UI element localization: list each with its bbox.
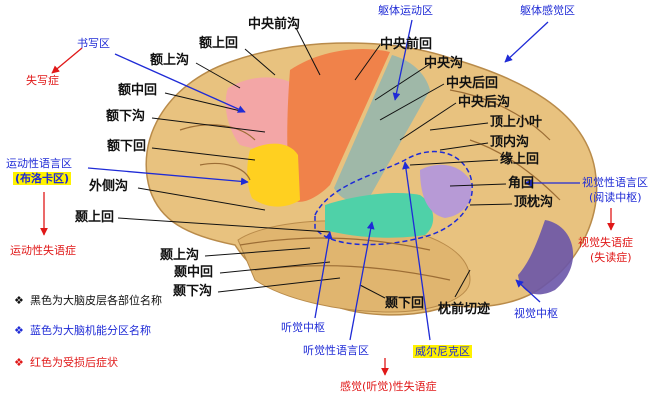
label-superior-parietal-lobule: 顶上小叶 bbox=[490, 116, 542, 129]
label-superior-frontal-gyrus: 额上回 bbox=[199, 37, 238, 50]
label-angular-gyrus: 角回 bbox=[508, 177, 534, 190]
legend-marker: ❖ bbox=[14, 294, 24, 308]
symptom-agraphia: 失写症 bbox=[26, 75, 59, 86]
legend-item-black: ❖ 黑色为大脑皮层各部位名称 bbox=[30, 294, 180, 308]
symptom-motor-aphasia: 运动性失语症 bbox=[10, 245, 76, 256]
area-auditory-language: 听觉性语言区 bbox=[303, 345, 369, 356]
label-supramarginal-gyrus: 缘上回 bbox=[500, 153, 539, 166]
area-somatic-sensory: 躯体感觉区 bbox=[520, 5, 575, 16]
area-wernicke: 威尔尼克区 bbox=[413, 345, 472, 358]
area-broca: (布洛卡区) bbox=[13, 172, 71, 185]
area-reading-center: (阅读中枢) bbox=[589, 192, 642, 203]
area-writing: 书写区 bbox=[77, 38, 110, 49]
label-central-sulcus: 中央沟 bbox=[424, 57, 463, 70]
label-middle-frontal-gyrus: 额中回 bbox=[118, 84, 157, 97]
legend-marker: ❖ bbox=[14, 356, 24, 370]
legend-text: 黑色为大脑皮层各部位名称 bbox=[30, 294, 162, 307]
symptom-visual-aphasia: 视觉失语症 bbox=[578, 237, 633, 248]
legend-item-red: ❖ 红色为受损后症状 bbox=[30, 356, 180, 370]
symptom-sensory-aphasia: 感觉(听觉)性失语症 bbox=[340, 381, 437, 392]
label-lateral-sulcus: 外侧沟 bbox=[89, 180, 128, 193]
label-superior-frontal-sulcus: 额上沟 bbox=[150, 54, 189, 67]
label-middle-temporal-gyrus: 颞中回 bbox=[174, 266, 213, 279]
label-precentral-sulcus: 中央前沟 bbox=[248, 18, 300, 31]
label-superior-temporal-sulcus: 颞上沟 bbox=[160, 249, 199, 262]
area-motor-language: 运动性语言区 bbox=[6, 158, 72, 169]
label-parieto-occipital-sulcus: 顶枕沟 bbox=[514, 196, 553, 209]
symptom-alexia: (失读症) bbox=[590, 252, 632, 263]
area-visual-center: 视觉中枢 bbox=[514, 308, 558, 319]
label-inferior-frontal-sulcus: 额下沟 bbox=[106, 110, 145, 123]
label-postcentral-gyrus: 中央后回 bbox=[446, 77, 498, 90]
legend-item-blue: ❖ 蓝色为大脑机能分区名称 bbox=[30, 324, 180, 338]
label-inferior-frontal-gyrus: 额下回 bbox=[107, 140, 146, 153]
label-postcentral-sulcus: 中央后沟 bbox=[458, 96, 510, 109]
area-somatic-motor: 躯体运动区 bbox=[378, 5, 433, 16]
broca-area bbox=[247, 144, 300, 207]
legend-marker: ❖ bbox=[14, 324, 24, 338]
legend-text: 红色为受损后症状 bbox=[30, 356, 118, 369]
legend-text: 蓝色为大脑机能分区名称 bbox=[30, 324, 151, 337]
label-intraparietal-sulcus: 顶内沟 bbox=[490, 136, 529, 149]
area-auditory-center: 听觉中枢 bbox=[281, 322, 325, 333]
label-superior-temporal-gyrus: 颞上回 bbox=[75, 211, 114, 224]
area-visual-language: 视觉性语言区 bbox=[582, 177, 648, 188]
label-precentral-gyrus: 中央前回 bbox=[380, 38, 432, 51]
label-inferior-temporal-gyrus: 颞下回 bbox=[385, 297, 424, 310]
label-preoccipital-notch: 枕前切迹 bbox=[438, 303, 490, 316]
